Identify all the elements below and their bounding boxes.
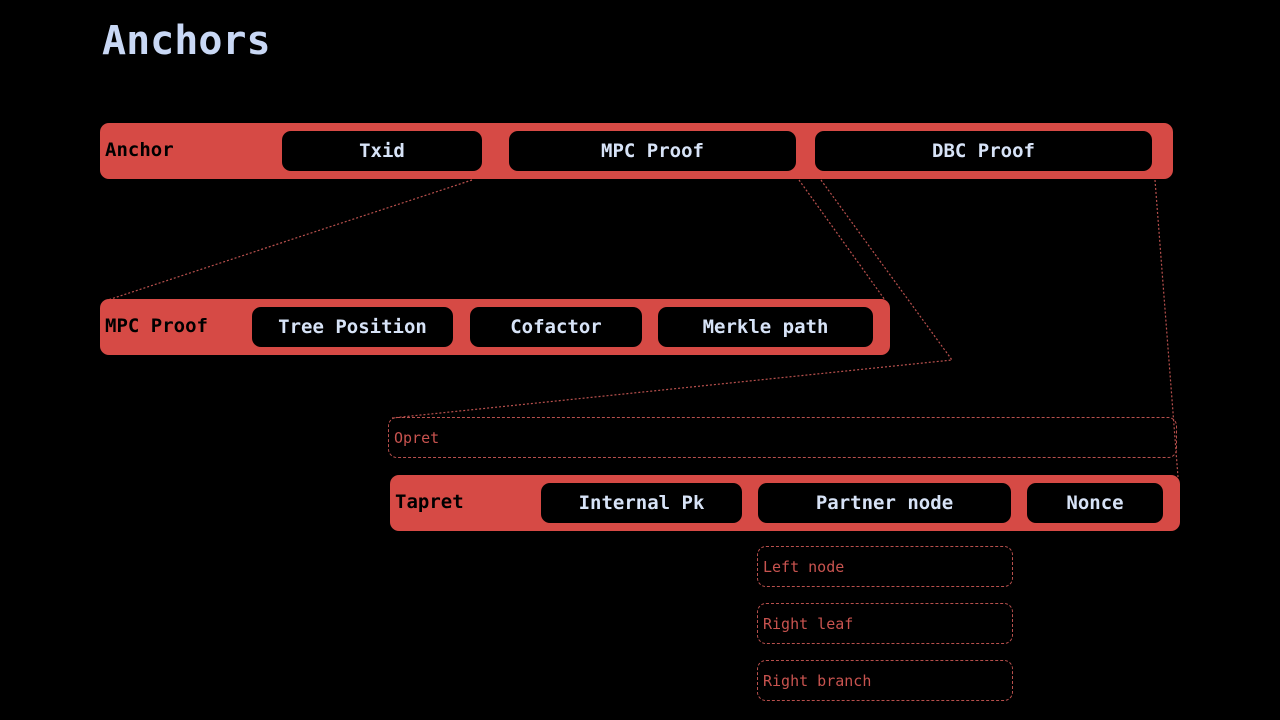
right-branch-label: Right branch — [763, 671, 872, 690]
right-branch-option[interactable]: Right branch — [757, 660, 1013, 701]
mpc-proof-field[interactable]: MPC Proof — [509, 131, 796, 171]
anchor-row: Anchor Txid MPC Proof DBC Proof — [100, 123, 1173, 179]
txid-field[interactable]: Txid — [282, 131, 482, 171]
tree-position-field[interactable]: Tree Position — [252, 307, 453, 347]
merkle-path-field[interactable]: Merkle path — [658, 307, 873, 347]
partner-node-field[interactable]: Partner node — [758, 483, 1011, 523]
anchor-label: Anchor — [105, 139, 174, 161]
mpc-proof-label: MPC Proof — [105, 315, 208, 337]
left-node-option[interactable]: Left node — [757, 546, 1013, 587]
left-node-label: Left node — [763, 557, 845, 576]
right-leaf-label: Right leaf — [763, 614, 854, 633]
internal-pk-field[interactable]: Internal Pk — [541, 483, 742, 523]
opret-box[interactable]: Opret — [388, 417, 1177, 458]
nonce-field[interactable]: Nonce — [1027, 483, 1163, 523]
tapret-row: Tapret Internal Pk Partner node Nonce — [390, 475, 1180, 531]
mpc-proof-row: MPC Proof Tree Position Cofactor Merkle … — [100, 299, 890, 355]
cofactor-field[interactable]: Cofactor — [470, 307, 642, 347]
tapret-label: Tapret — [395, 491, 464, 513]
page-title: Anchors — [102, 18, 271, 64]
opret-label: Opret — [394, 428, 440, 447]
right-leaf-option[interactable]: Right leaf — [757, 603, 1013, 644]
dbc-proof-field[interactable]: DBC Proof — [815, 131, 1152, 171]
